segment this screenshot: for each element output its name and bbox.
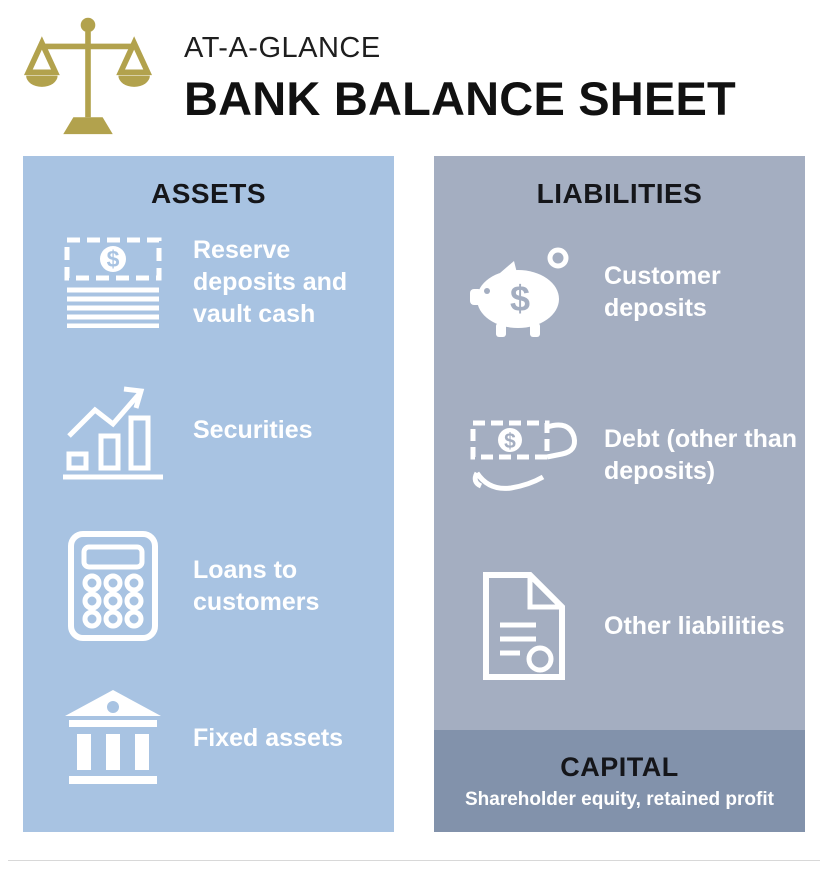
svg-text:$: $ [510, 278, 530, 319]
balance-scale-icon [22, 16, 154, 147]
capital-section: CAPITAL Shareholder equity, retained pro… [434, 730, 805, 832]
list-item: $ Reserve deposits and vault cash [23, 234, 394, 330]
bottom-divider [8, 860, 820, 861]
list-item: $ Debt (other than deposits) [434, 409, 805, 501]
item-label: Fixed assets [193, 724, 344, 752]
item-label: Loans to customers [193, 556, 320, 616]
svg-text:$: $ [107, 246, 120, 272]
header: AT-A-GLANCE BANK BALANCE SHEET [0, 0, 828, 148]
svg-text:$: $ [504, 430, 516, 453]
liabilities-panel: LIABILITIES $ Customer deposits [434, 156, 805, 832]
page-title: BANK BALANCE SHEET [184, 72, 736, 125]
item-label: Reserve deposits and vault cash [193, 236, 348, 328]
list-item: $ Customer deposits [434, 245, 805, 339]
assets-panel: ASSETS $ [23, 156, 394, 832]
list-item: Loans to customers [23, 530, 394, 642]
cash-in-hand-icon: $ [464, 409, 584, 501]
securities-chart-icon [53, 378, 173, 482]
calculator-icon [53, 530, 173, 642]
item-label: Other liabilities [604, 612, 785, 640]
title-block: AT-A-GLANCE BANK BALANCE SHEET [184, 32, 736, 126]
liabilities-items: $ Customer deposits $ [434, 210, 805, 716]
bank-building-icon [53, 690, 173, 786]
item-label: Securities [193, 416, 313, 444]
liabilities-heading: LIABILITIES [536, 178, 703, 209]
item-label: Customer deposits [604, 262, 721, 322]
assets-items: $ Reserve deposits and vault cash [23, 210, 394, 810]
list-item: Securities [23, 378, 394, 482]
list-item: Fixed assets [23, 690, 394, 786]
piggy-bank-icon: $ [464, 245, 584, 339]
assets-heading: ASSETS [150, 178, 267, 209]
document-icon [464, 571, 584, 681]
item-label: Debt (other than deposits) [604, 425, 798, 485]
capital-heading: CAPITAL [560, 751, 679, 782]
cash-stack-icon: $ [53, 236, 173, 328]
capital-subtext: Shareholder equity, retained profit [465, 788, 774, 810]
balance-sheet-columns: ASSETS $ [0, 156, 828, 832]
eyebrow-title: AT-A-GLANCE [184, 32, 381, 64]
list-item: Other liabilities [434, 571, 805, 681]
